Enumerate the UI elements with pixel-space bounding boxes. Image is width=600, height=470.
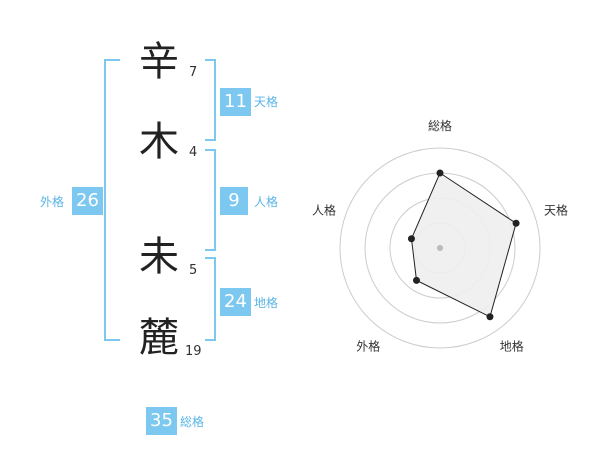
radar-point-3 [486, 313, 494, 321]
gaikaku-badge: 26 [72, 187, 103, 215]
radar-point-1 [436, 169, 444, 177]
radar-axis-label-2: 天格 [544, 202, 568, 217]
radar-point-5 [407, 235, 415, 243]
gaikaku-bracket [104, 59, 120, 341]
radar-center [437, 245, 443, 251]
chikaku-bracket [205, 257, 216, 341]
radar-point-2 [512, 219, 520, 227]
name-char-2: 木 [139, 119, 179, 165]
jinkaku-bracket [205, 149, 216, 251]
gaikaku-label: 外格 [40, 195, 65, 209]
stroke-count-1: 7 [189, 65, 198, 80]
chikaku-label: 地格 [254, 296, 279, 310]
radar-axis-label-5: 人格 [312, 202, 336, 217]
tenkaku-label: 天格 [254, 95, 279, 109]
chikaku-badge: 24 [220, 288, 251, 316]
name-char-1: 辛 [139, 39, 179, 85]
radar-area [410, 172, 517, 318]
radar-axis-label-1: 総格 [428, 118, 452, 133]
stroke-count-2: 4 [189, 145, 198, 160]
soukaku-label: 総格 [180, 415, 205, 429]
stroke-count-4: 19 [185, 344, 202, 359]
radar-ring-4 [339, 147, 541, 349]
tenkaku-bracket [205, 59, 216, 141]
radar-axis-label-4: 外格 [356, 339, 380, 354]
name-char-3: 未 [139, 234, 179, 280]
name-char-4: 麓 [139, 315, 179, 361]
radar-axis-label-3: 地格 [500, 339, 524, 354]
jinkaku-label: 人格 [254, 195, 279, 209]
radar-point-4 [412, 276, 420, 284]
jinkaku-badge: 9 [220, 187, 248, 215]
soukaku-badge: 35 [146, 407, 177, 435]
tenkaku-badge: 11 [220, 88, 251, 116]
stroke-count-3: 5 [189, 263, 198, 278]
